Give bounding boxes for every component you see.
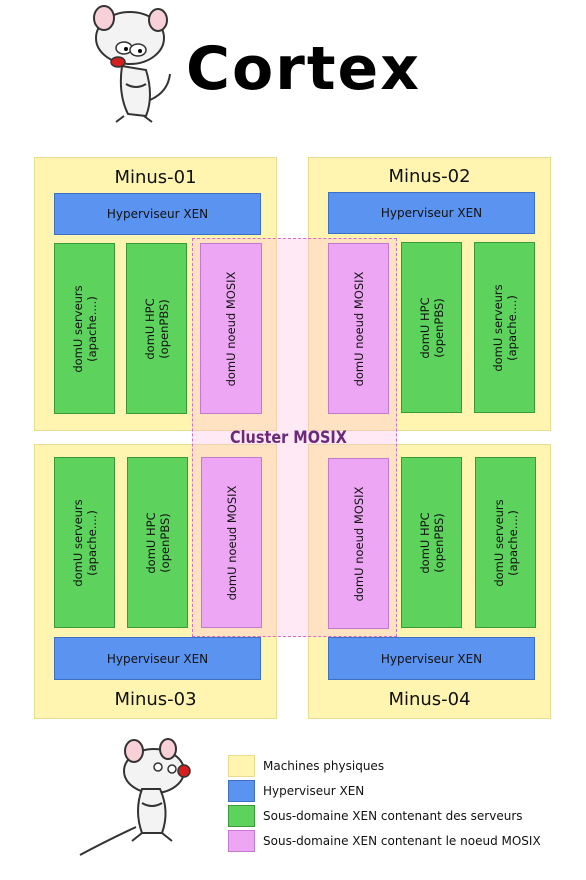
legend-label-servers: Sous-domaine XEN contenant des serveurs (263, 809, 523, 823)
domu-hpc-line1: domU HPC (417, 511, 432, 574)
domu-servers-line2: (apache....) (505, 509, 520, 576)
hypervisor-minus-02: Hyperviseur XEN (328, 192, 535, 234)
domu-hpc-line2: (openPBS) (431, 297, 446, 358)
cluster-mosix-label: Cluster MOSIX (230, 428, 347, 448)
domu-servers-minus-02: domU serveurs(apache....) (474, 242, 535, 413)
machine-title: Minus-02 (388, 166, 471, 187)
domu-servers-line1: domU serveurs (70, 284, 85, 373)
domu-mosix-minus-01: domU noeud MOSIX (200, 243, 262, 414)
legend-label-hypervisor: Hyperviseur XEN (263, 784, 365, 798)
mascot-bottom-icon (76, 737, 196, 859)
domu-hpc-minus-01: domU HPC(openPBS) (126, 243, 187, 414)
hypervisor-minus-03: Hyperviseur XEN (54, 637, 261, 680)
legend-swatch-machines (228, 755, 255, 777)
legend-label-machines: Machines physiques (263, 759, 385, 773)
domu-mosix-label: domU noeud MOSIX (224, 271, 238, 386)
domu-hpc-line2: (openPBS) (156, 298, 171, 359)
legend-swatch-hypervisor (228, 780, 255, 802)
domu-hpc-line2: (openPBS) (431, 512, 446, 573)
domu-mosix-minus-02: domU noeud MOSIX (328, 243, 389, 414)
machine-title: Minus-01 (114, 167, 197, 188)
domu-mosix-minus-04: domU noeud MOSIX (328, 458, 389, 629)
legend-label-mosix: Sous-domaine XEN contenant le noeud MOSI… (263, 834, 541, 848)
domu-servers-line1: domU serveurs (70, 498, 85, 587)
mascot-top-icon (88, 4, 178, 126)
domu-hpc-minus-03: domU HPC(openPBS) (127, 457, 188, 628)
domu-servers-line1: domU serveurs (490, 283, 505, 372)
domu-hpc-line1: domU HPC (417, 296, 432, 359)
domu-servers-minus-01: domU serveurs(apache....) (54, 243, 115, 414)
logo-title: Cortex (186, 34, 421, 104)
machine-title: Minus-03 (114, 689, 197, 710)
domu-servers-line2: (apache....) (504, 294, 519, 361)
legend-swatch-mosix (228, 830, 255, 852)
domu-servers-minus-04: domU serveurs(apache....) (475, 457, 536, 628)
domu-servers-line1: domU serveurs (491, 498, 506, 587)
domu-mosix-label: domU noeud MOSIX (224, 485, 239, 600)
machine-title: Minus-04 (388, 689, 471, 710)
domu-hpc-minus-02: domU HPC(openPBS) (401, 242, 462, 413)
domu-servers-minus-03: domU serveurs(apache....) (54, 457, 115, 628)
domu-mosix-label: domU noeud MOSIX (351, 271, 366, 386)
domu-hpc-line2: (openPBS) (157, 512, 172, 573)
domu-hpc-line1: domU HPC (142, 297, 157, 360)
domu-servers-line2: (apache....) (84, 295, 99, 362)
domu-mosix-minus-03: domU noeud MOSIX (201, 457, 262, 628)
domu-hpc-line1: domU HPC (143, 511, 158, 574)
domu-mosix-label: domU noeud MOSIX (351, 486, 366, 601)
domu-hpc-minus-04: domU HPC(openPBS) (401, 457, 462, 628)
hypervisor-minus-01: Hyperviseur XEN (54, 193, 261, 235)
domu-servers-line2: (apache....) (84, 509, 99, 576)
legend-swatch-servers (228, 805, 255, 827)
hypervisor-minus-04: Hyperviseur XEN (328, 637, 535, 680)
